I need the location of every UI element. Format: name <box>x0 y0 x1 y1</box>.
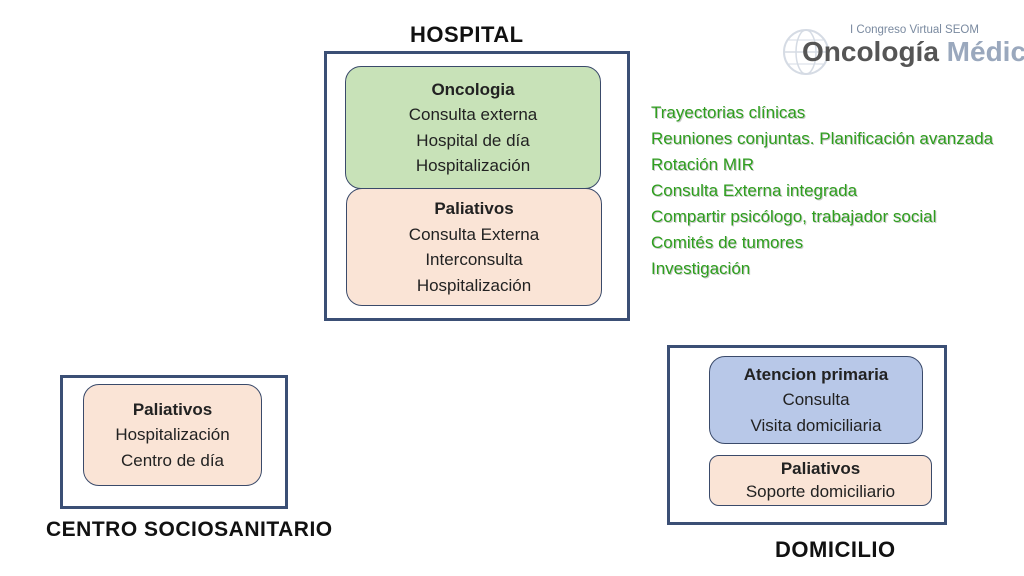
oncologia-item: Hospitalización <box>415 156 531 175</box>
sociosanitario-title: CENTRO SOCIOSANITARIO <box>46 518 333 541</box>
atencion-primaria-item: Visita domiciliaria <box>750 415 882 435</box>
domicilio-paliativos-card: Paliativos Soporte domiciliario <box>709 455 932 506</box>
domicilio-paliativos-title: Paliativos <box>780 458 861 478</box>
hospital-title: HOSPITAL <box>410 22 524 47</box>
sociosanitario-frame <box>60 375 288 509</box>
sociosanitario-paliativos-title: Paliativos <box>132 399 213 419</box>
coordination-item: Reuniones conjuntas. Planificación avanz… <box>651 129 994 148</box>
hospital-paliativos-card: Paliativos Consulta Externa Interconsult… <box>346 188 602 306</box>
coordination-list: Trayectorias clínicas Reuniones conjunta… <box>651 100 993 282</box>
hospital-frame <box>324 51 630 321</box>
seom-logo: I Congreso Virtual SEOM Oncología Médica <box>780 22 1024 80</box>
domicilio-title: DOMICILIO <box>775 537 896 562</box>
oncologia-card: Oncologia Consulta externa Hospital de d… <box>345 66 601 189</box>
oncologia-item: Consulta externa <box>408 105 538 124</box>
domicilio-paliativos-item: Soporte domiciliario <box>745 481 896 501</box>
coordination-item: Rotación MIR <box>651 155 754 174</box>
atencion-primaria-title: Atencion primaria <box>743 364 889 384</box>
coordination-item: Comités de tumores <box>651 233 804 252</box>
hospital-paliativos-item: Consulta Externa <box>408 224 540 244</box>
hospital-paliativos-title: Paliativos <box>434 199 514 218</box>
sociosanitario-paliativos-card: Paliativos Hospitalización Centro de día <box>83 384 262 486</box>
logo-title: Oncología Médica <box>802 36 1024 68</box>
oncologia-item: Hospital de día <box>416 130 530 150</box>
sociosanitario-paliativos-item: Hospitalización <box>115 425 230 445</box>
globe-icon <box>783 29 829 75</box>
atencion-primaria-card: Atencion primaria Consulta Visita domici… <box>709 356 923 444</box>
coordination-item: Investigación <box>651 259 751 278</box>
logo-title-part2: Médica <box>946 36 1024 67</box>
coordination-item: Trayectorias clínicas <box>651 103 806 122</box>
atencion-primaria-item: Consulta <box>782 390 850 410</box>
logo-title-part1: Oncología <box>802 36 939 67</box>
hospital-paliativos-item: Interconsulta <box>425 250 523 269</box>
coordination-item: Consulta Externa integrada <box>651 181 858 200</box>
oncologia-title: Oncologia <box>431 79 515 99</box>
sociosanitario-paliativos-item: Centro de día <box>120 450 224 470</box>
coordination-item: Compartir psicólogo, trabajador social <box>651 207 937 226</box>
hospital-paliativos-item: Hospitalización <box>416 275 532 295</box>
domicilio-frame <box>667 345 947 525</box>
logo-subtitle: I Congreso Virtual SEOM <box>850 24 979 36</box>
